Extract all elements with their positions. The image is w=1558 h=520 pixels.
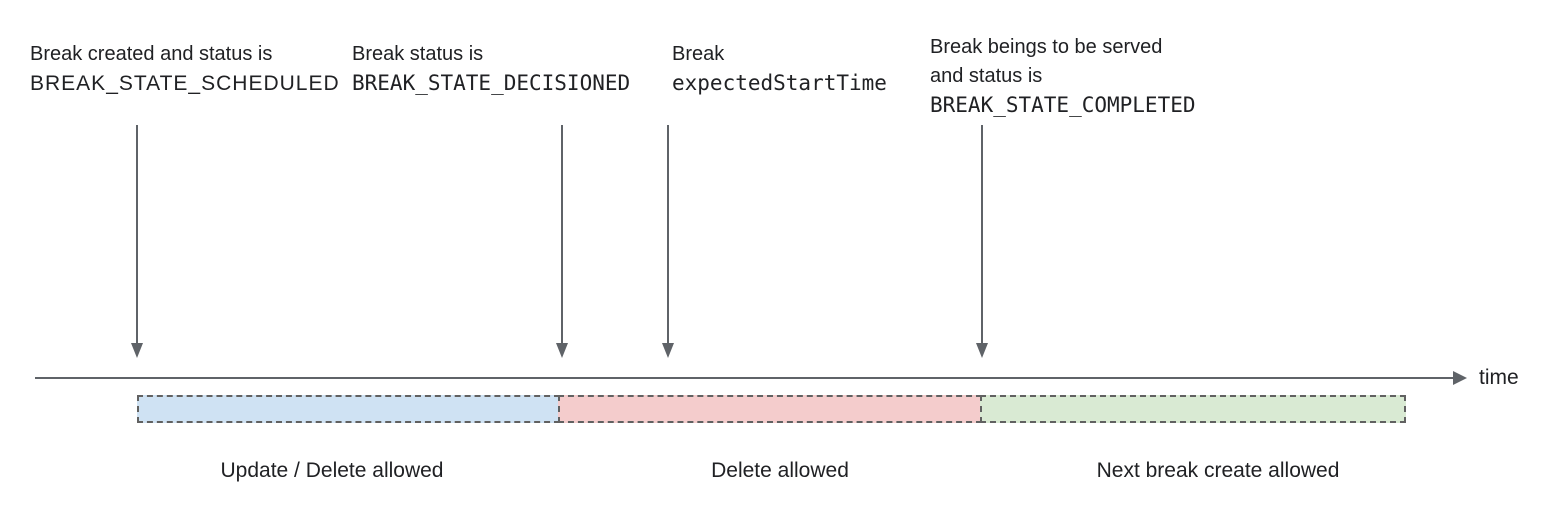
time-axis [35,377,1455,379]
annotation-code-state-completed: BREAK_STATE_COMPLETED [930,93,1196,117]
segment-next-break-create-allowed [980,395,1406,423]
arrow-shaft [136,125,138,343]
segment-update-delete-allowed [137,395,560,423]
time-axis-label: time [1479,366,1519,389]
annotation-text: and status is [930,65,1043,87]
segment-label: Delete allowed [711,459,849,482]
annotation-code-state-decisioned: BREAK_STATE_DECISIONED [352,71,631,95]
annotation-text: Break created and status is [30,43,273,65]
arrow-head [131,343,143,358]
arrow-head [976,343,988,358]
annotation-code-state-scheduled: BREAK_STATE_SCHEDULED [30,72,340,95]
annotation-code-expected-start-time: expectedStartTime [672,71,887,95]
arrow-head [556,343,568,358]
annotation-break-decisioned: Break status is BREAK_STATE_DECISIONED [352,40,630,98]
arrow-shaft [561,125,563,343]
annotation-text: Break status is [352,43,484,65]
arrow-shaft [667,125,669,343]
segment-label: Next break create allowed [1096,459,1340,482]
segment-delete-allowed [558,395,982,423]
annotation-text: Break beings to be served [930,36,1163,58]
annotation-break-completed: Break beings to be served and status is … [930,33,1196,120]
annotation-expected-start-time: Break expectedStartTime [672,40,887,98]
segment-label: Update / Delete allowed [220,459,444,482]
arrow-shaft [981,125,983,343]
annotation-break-scheduled: Break created and status is BREAK_STATE_… [30,40,340,98]
time-axis-arrow-icon [1453,371,1467,385]
annotation-text: Break [672,43,725,65]
arrow-head [662,343,674,358]
